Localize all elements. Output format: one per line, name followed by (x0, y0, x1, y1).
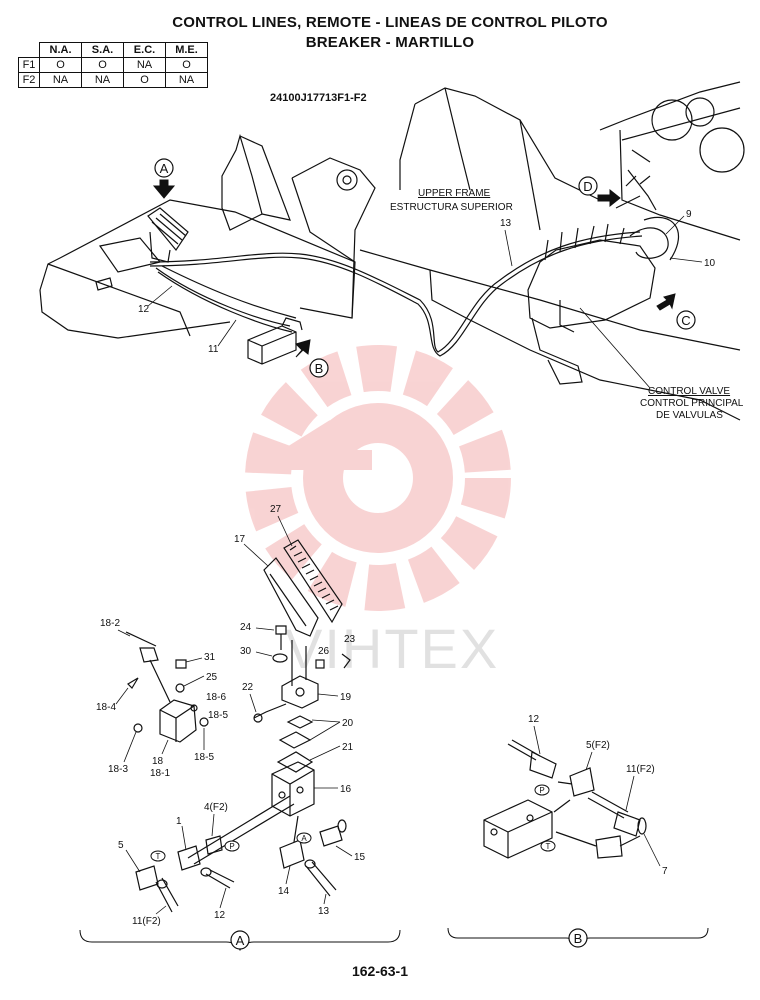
part-21-label: 21 (342, 742, 354, 753)
part-18-3-label: 18-3 (108, 764, 128, 775)
section-braces (79, 927, 709, 952)
arrow-icon (295, 339, 311, 358)
part-14-label: 14 (278, 886, 290, 897)
port-marker-p-left: P (224, 840, 240, 852)
drawing-code: 24100J17713F1-F2 (270, 92, 367, 104)
part-15-label: 15 (354, 852, 366, 863)
diagram-subtitle: BREAKER - MARTILLO (305, 34, 475, 51)
control-valve-label-es1: CONTROL PRINCIPAL (640, 398, 744, 409)
part-25-label: 25 (206, 672, 218, 683)
arrow-right-icon (597, 188, 621, 208)
availability-table: N.A. S.A. E.C. M.E. F1 O O NA O F2 NA NA… (18, 42, 208, 88)
part-4f2-label: 4(F2) (204, 802, 228, 813)
diagram-title: CONTROL LINES, REMOTE - LINEAS DE CONTRO… (172, 14, 608, 31)
view-marker-a-upper: A (154, 158, 174, 178)
part-7-label: 7 (662, 866, 668, 877)
svg-text:A: A (160, 161, 169, 176)
detail-b-labels: 12 5(F2) 11(F2) 7 (528, 714, 668, 877)
part-23-label: 23 (344, 634, 356, 645)
part-11f2-label-left: 11(F2) (132, 916, 161, 927)
svg-text:A: A (236, 933, 245, 948)
svg-text:P: P (539, 786, 544, 795)
part-10-label: 10 (704, 258, 716, 269)
part-16-label: 16 (340, 784, 352, 795)
table-cell: NA (39, 72, 82, 88)
table-cell: NA (81, 72, 124, 88)
row-label: F2 (18, 72, 40, 88)
svg-text:B: B (315, 361, 324, 376)
view-arrows (152, 179, 676, 358)
part-20-label: 20 (342, 718, 354, 729)
port-marker-t-right: T (540, 840, 556, 852)
view-marker-d: D (578, 176, 598, 196)
part-18-2-label: 18-2 (100, 618, 120, 629)
upper-frame-label: UPPER FRAME (418, 188, 491, 199)
table-cell: NA (123, 57, 166, 73)
part-18-1-label: 18-1 (150, 768, 170, 779)
arrow-icon (656, 293, 676, 311)
port-marker-p-right: P (534, 784, 550, 796)
view-marker-c: C (676, 310, 696, 330)
upper-frame-label-es: ESTRUCTURA SUPERIOR (390, 202, 513, 213)
part-12-label-right: 12 (528, 714, 540, 725)
part-11-label: 11 (208, 344, 219, 355)
part-18-6-label: 18-6 (206, 692, 226, 703)
part-13-label-lower: 13 (318, 906, 330, 917)
availability-row-f2: F2 NA NA O NA (18, 72, 208, 88)
svg-text:P: P (229, 842, 234, 851)
part-5f2-label: 5(F2) (586, 740, 610, 751)
svg-text:A: A (301, 834, 307, 843)
part-30-label: 30 (240, 646, 252, 657)
view-marker-b-upper: B (309, 358, 329, 378)
table-cell: NA (165, 72, 208, 88)
control-valve-label-es2: DE VALVULAS (656, 410, 723, 421)
brace-a (79, 929, 401, 952)
detail-b-drawing (483, 739, 647, 859)
upper-frame-drawing (39, 81, 745, 421)
page-reference: 162-63-1 (351, 963, 409, 979)
part-18-4-label: 18-4 (96, 702, 116, 713)
part-13-label: 13 (500, 218, 512, 229)
svg-text:C: C (681, 313, 690, 328)
part-22-label: 22 (242, 682, 254, 693)
part-24-label: 24 (240, 622, 252, 633)
arrow-down-icon (152, 179, 176, 199)
section-marker-a: A (230, 930, 250, 950)
watermark-text: VIHTEX (285, 617, 499, 680)
part-12-label: 12 (138, 304, 150, 315)
part-11f2-label-right: 11(F2) (626, 764, 655, 775)
port-marker-t-left: T (150, 850, 166, 862)
port-marker-a-left: A (296, 832, 312, 844)
part-12-label-left: 12 (214, 910, 226, 921)
part-17-label: 17 (234, 534, 246, 545)
pedal-assembly-drawing (125, 539, 351, 913)
svg-text:D: D (583, 179, 592, 194)
watermark-gear-icon (245, 345, 511, 611)
part-18-label: 18 (152, 756, 164, 767)
part-26-label: 26 (318, 646, 330, 657)
table-cell: O (123, 72, 166, 88)
part-5-label: 5 (118, 840, 124, 851)
svg-text:T: T (546, 842, 551, 851)
part-18-5-label-lower: 18-5 (194, 752, 214, 763)
control-valve-label: CONTROL VALVE (648, 386, 730, 397)
svg-text:B: B (574, 931, 583, 946)
part-18-5-label-upper: 18-5 (208, 710, 228, 721)
part-1-label: 1 (176, 816, 182, 827)
svg-text:T: T (156, 852, 161, 861)
part-9-label: 9 (686, 209, 692, 220)
pedal-part-labels: 27 17 24 30 23 26 22 19 20 21 16 18-2 31… (96, 504, 366, 927)
part-31-label: 31 (204, 652, 216, 663)
section-marker-b: B (568, 928, 588, 948)
part-27-label: 27 (270, 504, 282, 515)
part-19-label: 19 (340, 692, 352, 703)
